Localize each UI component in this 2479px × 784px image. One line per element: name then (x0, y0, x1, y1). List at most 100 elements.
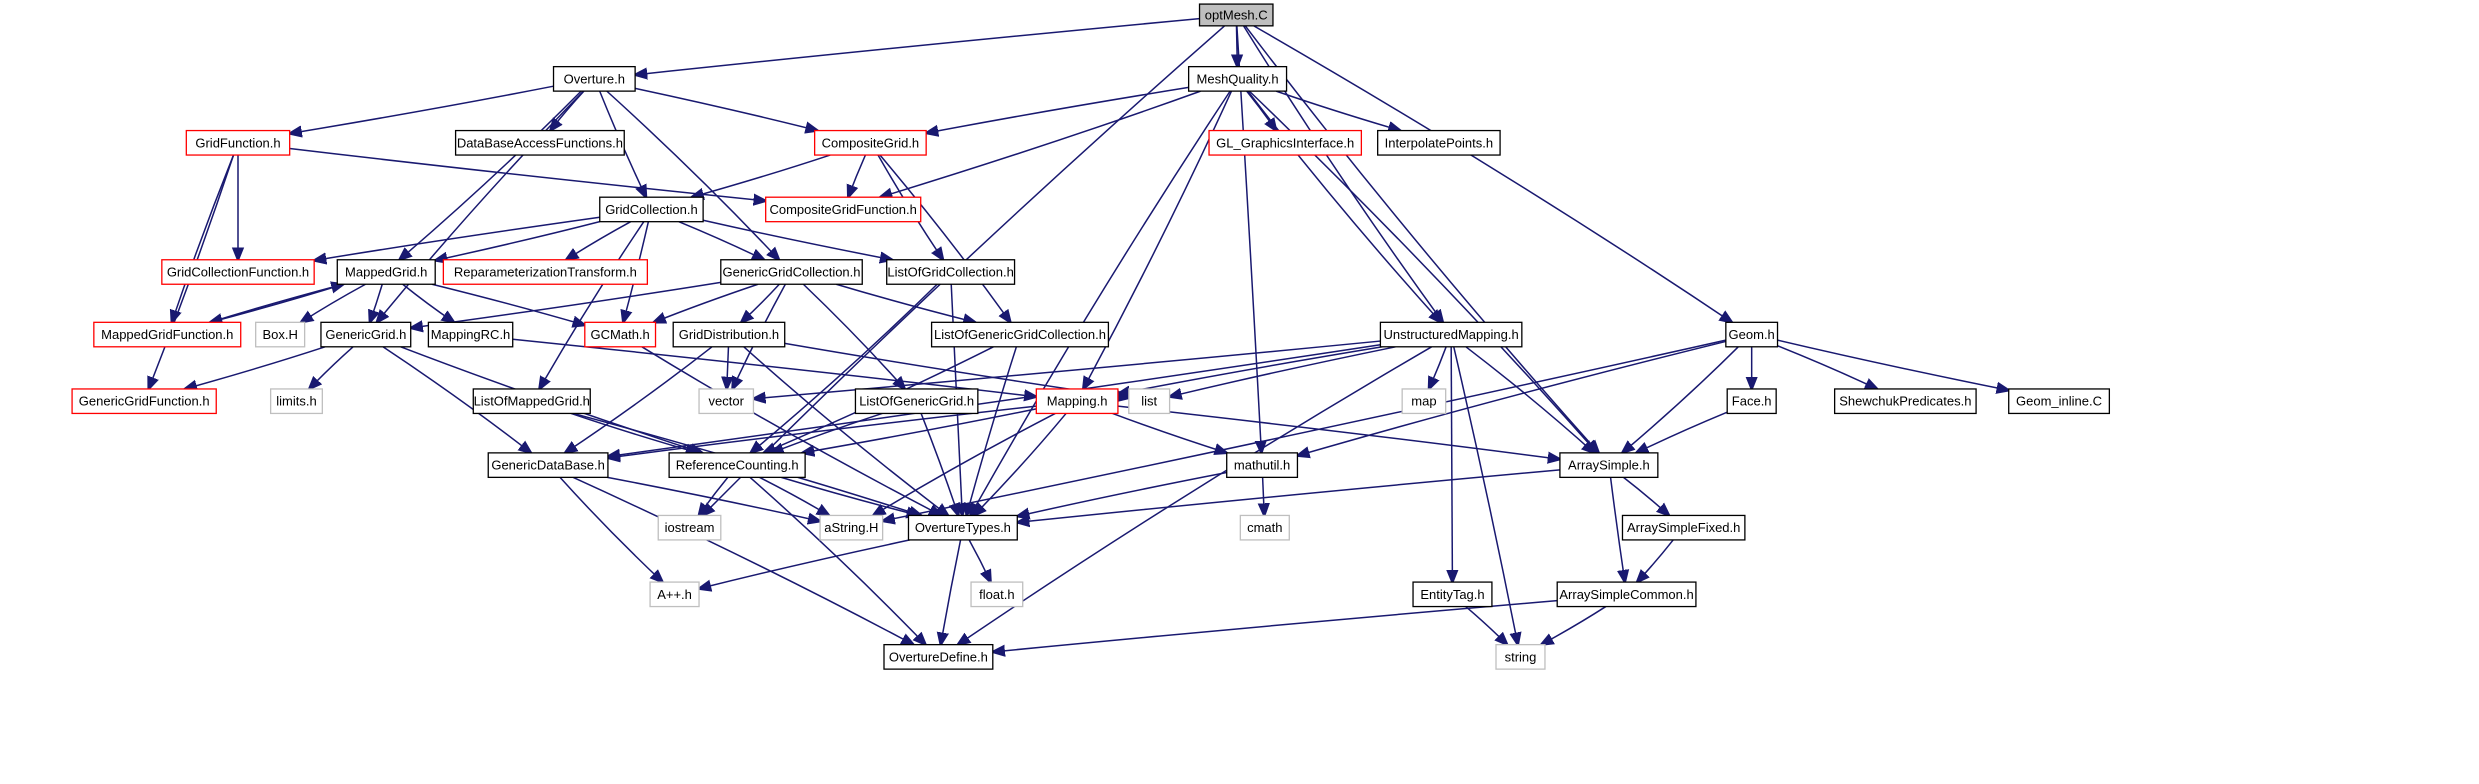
node-label-MappedGrid: MappedGrid.h (345, 265, 427, 280)
edge-MeshQuality-to-OvertureTypes (970, 90, 1231, 515)
edge-Mapping-to-OvertureTypes (974, 412, 1067, 515)
node-label-aString: aString.H (824, 520, 878, 535)
node-label-InterpolatePoints: InterpolatePoints.h (1385, 135, 1493, 150)
node-MappedGrid[interactable]: MappedGrid.h (336, 259, 436, 285)
node-optMesh[interactable]: optMesh.C (1198, 3, 1274, 27)
edge-Overture-to-GenericGridCollection (606, 90, 779, 260)
node-GenericGridCollection[interactable]: GenericGridCollection.h (720, 259, 863, 285)
edge-GenericGrid-to-limits (309, 346, 354, 389)
node-MappingRC[interactable]: MappingRC.h (427, 321, 514, 348)
edge-CompositeGrid-to-CompositeGridFunction (848, 154, 867, 197)
node-ArraySimpleFixed[interactable]: ArraySimpleFixed.h (1621, 514, 1746, 541)
node-ListOfMappedGrid[interactable]: ListOfMappedGrid.h (472, 388, 591, 415)
node-EntityTag[interactable]: EntityTag.h (1412, 581, 1493, 608)
edge-ListOfGenericGrid-to-ReferenceCounting (771, 412, 883, 452)
node-label-Overture: Overture.h (564, 71, 625, 86)
node-InterpolatePoints[interactable]: InterpolatePoints.h (1377, 129, 1501, 156)
node-label-ListOfMappedGrid: ListOfMappedGrid.h (474, 394, 590, 409)
node-box-ShewchukPredicates (1833, 388, 1977, 415)
edge-UnstructuredMapping-to-vector (753, 340, 1381, 399)
node-GenericGrid[interactable]: GenericGrid.h (320, 321, 412, 348)
edge-Overture-to-GridFunction (290, 85, 554, 133)
node-GL_GraphicsInterface[interactable]: GL_GraphicsInterface.h (1208, 129, 1363, 156)
node-Overture[interactable]: Overture.h (552, 65, 636, 92)
node-box-OvertureTypes (907, 514, 1018, 541)
edge-MappedGrid-to-GenericGrid (370, 284, 383, 322)
edge-GridCollection-to-ListOfMappedGrid (539, 221, 645, 389)
node-box-GridCollectionFunction (161, 259, 315, 285)
edge-ListOfMappedGrid-to-ReferenceCounting (570, 412, 698, 452)
node-label-MappingRC: MappingRC.h (431, 327, 511, 342)
edge-ReferenceCounting-to-iostream (699, 476, 729, 515)
edge-GenericDataBase-to-aString (607, 476, 820, 521)
node-ArraySimpleCommon[interactable]: ArraySimpleCommon.h (1556, 581, 1697, 608)
node-label-Mapping: Mapping.h (1047, 394, 1108, 409)
node-Geom_inline[interactable]: Geom_inline.C (2008, 388, 2111, 415)
edge-Mapping-to-aString (873, 412, 1056, 515)
node-OvertureDefine[interactable]: OvertureDefine.h (883, 643, 994, 670)
node-box-Overture (552, 65, 636, 92)
node-box-map (1401, 388, 1447, 415)
node-GenericGridFunction[interactable]: GenericGridFunction.h (71, 388, 217, 415)
edge-GenericGrid-to-GenericGridFunction (185, 346, 326, 389)
node-box-ReferenceCounting (668, 452, 806, 479)
edge-MappedGrid-to-BoxH (301, 283, 366, 322)
node-ReferenceCounting[interactable]: ReferenceCounting.h (668, 452, 806, 479)
edge-OvertureTypes-to-Aplusplus (699, 539, 911, 589)
node-mathutil[interactable]: mathutil.h (1226, 452, 1299, 479)
node-box-mathutil (1226, 452, 1299, 479)
node-box-ListOfMappedGrid (472, 388, 591, 415)
node-box-ListOfGenericGridCollection (930, 321, 1110, 348)
node-DataBaseAccessFunctions[interactable]: DataBaseAccessFunctions.h (454, 129, 625, 156)
node-ReparameterizationTransform[interactable]: ReparameterizationTransform.h (442, 259, 649, 285)
node-Mapping[interactable]: Mapping.h (1035, 388, 1119, 415)
node-Face[interactable]: Face.h (1726, 388, 1777, 415)
node-label-UnstructuredMapping: UnstructuredMapping.h (1384, 327, 1519, 342)
node-GridCollection[interactable]: GridCollection.h (599, 196, 704, 223)
node-MeshQuality[interactable]: MeshQuality.h (1187, 65, 1288, 92)
node-CompositeGrid[interactable]: CompositeGrid.h (813, 129, 927, 156)
edge-MeshQuality-to-CompositeGridFunction (880, 90, 1201, 197)
edge-Mapping-to-ReferenceCounting (802, 408, 1037, 453)
node-box-Face (1726, 388, 1777, 415)
edge-Overture-to-CompositeGrid (634, 87, 817, 130)
node-ListOfGridCollection[interactable]: ListOfGridCollection.h (886, 259, 1016, 285)
node-MappedGridFunction[interactable]: MappedGridFunction.h (93, 321, 242, 348)
node-aString: aString.H (819, 514, 884, 541)
node-ListOfGenericGridCollection[interactable]: ListOfGenericGridCollection.h (930, 321, 1110, 348)
node-box-iostream (657, 514, 722, 541)
node-CompositeGridFunction[interactable]: CompositeGridFunction.h (765, 196, 922, 223)
node-list: list (1128, 388, 1171, 415)
node-label-ListOfGenericGrid: ListOfGenericGrid.h (859, 394, 974, 409)
node-box-MeshQuality (1187, 65, 1288, 92)
node-GenericDataBase[interactable]: GenericDataBase.h (487, 452, 609, 479)
edge-MeshQuality-to-CompositeGrid (926, 86, 1189, 133)
edge-Geom-to-Geom_inline (1777, 339, 2009, 390)
edge-GenericDataBase-to-OvertureDefine (572, 476, 913, 644)
edge-GridDistribution-to-OvertureTypes (743, 346, 948, 516)
node-ListOfGenericGrid[interactable]: ListOfGenericGrid.h (854, 388, 979, 415)
node-GCMath[interactable]: GCMath.h (584, 321, 657, 348)
node-ArraySimple[interactable]: ArraySimple.h (1559, 452, 1659, 479)
node-UnstructuredMapping[interactable]: UnstructuredMapping.h (1379, 321, 1523, 348)
node-GridFunction[interactable]: GridFunction.h (185, 129, 291, 156)
node-Geom[interactable]: Geom.h (1725, 321, 1779, 348)
node-Aplusplus: A++.h (649, 581, 700, 608)
node-box-floatH (970, 581, 1024, 608)
edge-ArraySimple-to-ArraySimpleFixed (1623, 476, 1670, 515)
node-label-ListOfGenericGridCollection: ListOfGenericGridCollection.h (934, 327, 1106, 342)
node-GridCollectionFunction[interactable]: GridCollectionFunction.h (161, 259, 315, 285)
node-OvertureTypes[interactable]: OvertureTypes.h (907, 514, 1018, 541)
node-box-ArraySimpleCommon (1556, 581, 1697, 608)
node-label-list: list (1141, 394, 1157, 409)
edge-UnstructuredMapping-to-EntityTag (1451, 346, 1452, 582)
node-ShewchukPredicates[interactable]: ShewchukPredicates.h (1833, 388, 1977, 415)
node-GridDistribution[interactable]: GridDistribution.h (672, 321, 786, 348)
edge-ArraySimple-to-OvertureTypes (1017, 469, 1560, 523)
edge-ReferenceCounting-to-OvertureTypes (781, 476, 918, 515)
node-label-ListOfGridCollection: ListOfGridCollection.h (887, 265, 1013, 280)
edge-mathutil-to-OvertureTypes (1017, 471, 1227, 517)
edge-GridDistribution-to-vector (727, 346, 729, 389)
edge-Mapping-to-ArraySimple (1117, 405, 1560, 459)
